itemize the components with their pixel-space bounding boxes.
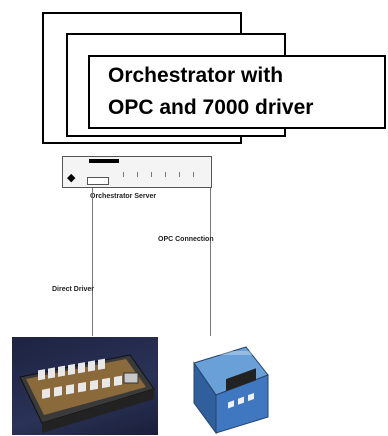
direct-driver-label: Direct Driver — [52, 286, 95, 293]
server-tick — [151, 172, 152, 177]
opc-connection-label: OPC Connection — [158, 236, 214, 243]
server-drive-slot — [87, 177, 109, 185]
orchestrator-server-box: ◆ — [62, 156, 212, 188]
server-tick — [193, 172, 194, 177]
server-tick — [137, 172, 138, 177]
opc-connection-line — [210, 188, 211, 336]
window-frame-front — [88, 55, 386, 129]
i7000-module-image — [188, 337, 270, 435]
direct-driver-connection-line — [92, 188, 93, 336]
title-line-1: Orchestrator with — [108, 64, 284, 87]
controller-board-icon — [19, 354, 155, 433]
direct-driver-controller-image — [12, 337, 158, 435]
server-tick — [123, 172, 124, 177]
server-tick — [165, 172, 166, 177]
i7000-module-icon — [188, 346, 270, 435]
server-label: Orchestrator Server — [90, 193, 157, 200]
server-diamond-icon: ◆ — [67, 172, 76, 184]
server-tick — [179, 172, 180, 177]
server-indicator-bar — [89, 159, 119, 163]
title-line-2: OPC and 7000 driver — [108, 96, 314, 119]
